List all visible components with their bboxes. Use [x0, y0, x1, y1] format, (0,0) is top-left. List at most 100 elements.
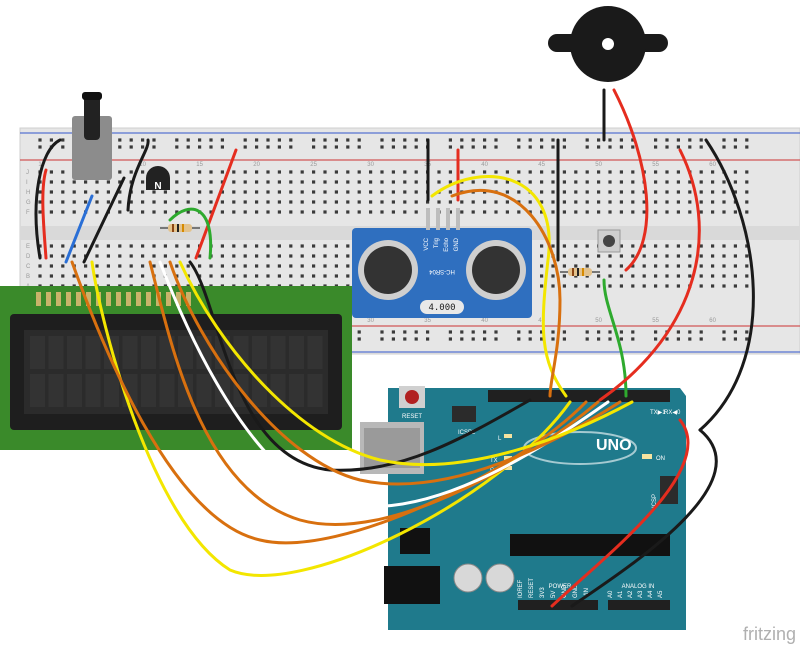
- breadboard-hole: [38, 200, 42, 204]
- breadboard-hole: [460, 210, 464, 214]
- breadboard-hole: [631, 200, 635, 204]
- sensor-pin-label: Trig: [434, 238, 440, 248]
- breadboard-hole: [688, 264, 692, 268]
- breadboard-hole: [38, 274, 42, 278]
- breadboard-hole: [129, 200, 133, 204]
- breadboard-hole: [106, 274, 110, 278]
- rail-hole: [619, 330, 623, 334]
- rail-hole: [654, 330, 658, 334]
- rail-hole: [483, 138, 487, 142]
- breadboard-hole: [232, 170, 236, 174]
- breadboard-hole: [642, 210, 646, 214]
- rail-hole: [676, 138, 680, 142]
- breadboard-hole: [72, 274, 76, 278]
- breadboard-hole: [745, 170, 749, 174]
- breadboard-hole: [72, 210, 76, 214]
- breadboard-hole: [699, 244, 703, 248]
- rail-hole: [357, 138, 361, 142]
- rail-hole: [175, 145, 179, 149]
- breadboard-hole: [334, 200, 338, 204]
- breadboard-hole: [619, 210, 623, 214]
- breadboard-hole: [676, 264, 680, 268]
- breadboard-hole: [608, 284, 612, 288]
- breadboard-hole: [608, 210, 612, 214]
- breadboard-hole: [152, 190, 156, 194]
- digital-header: [488, 390, 670, 402]
- breadboard-hole: [528, 170, 532, 174]
- rail-hole: [209, 138, 213, 142]
- breadboard-hole: [323, 274, 327, 278]
- breadboard-hole: [266, 264, 270, 268]
- row-letter: B: [26, 274, 30, 280]
- breadboard-hole: [152, 264, 156, 268]
- breadboard-hole: [665, 274, 669, 278]
- breadboard-hole: [186, 254, 190, 258]
- breadboard-hole: [209, 180, 213, 184]
- rail-hole: [471, 145, 475, 149]
- breadboard-hole: [209, 274, 213, 278]
- breadboard-hole: [437, 170, 441, 174]
- rail-hole: [745, 330, 749, 334]
- breadboard-hole: [266, 180, 270, 184]
- breadboard-hole: [585, 180, 589, 184]
- breadboard-hole: [403, 210, 407, 214]
- rail-hole: [471, 138, 475, 142]
- rail-hole: [585, 138, 589, 142]
- breadboard-hole: [198, 264, 202, 268]
- sensor-model: HC-SR04: [429, 268, 455, 274]
- rail-hole: [699, 138, 703, 142]
- breadboard-hole: [141, 180, 145, 184]
- breadboard-hole: [745, 190, 749, 194]
- breadboard-hole: [608, 264, 612, 268]
- breadboard-hole: [49, 170, 53, 174]
- breadboard-hole: [665, 190, 669, 194]
- on-label: ON: [656, 456, 665, 462]
- power-pin-label: RESET: [529, 578, 535, 598]
- rail-hole: [494, 145, 498, 149]
- breadboard-hole: [220, 254, 224, 258]
- rail-hole: [665, 138, 669, 142]
- breadboard-hole: [711, 254, 715, 258]
- rail-hole: [517, 145, 521, 149]
- rail-hole: [186, 138, 190, 142]
- breadboard-hole: [676, 284, 680, 288]
- breadboard-hole: [733, 244, 737, 248]
- rail-hole: [733, 330, 737, 334]
- breadboard-hole: [323, 210, 327, 214]
- breadboard-hole: [323, 180, 327, 184]
- breadboard-hole: [118, 264, 122, 268]
- breadboard-hole: [369, 190, 373, 194]
- breadboard-hole: [699, 274, 703, 278]
- breadboard-hole: [711, 170, 715, 174]
- breadboard-hole: [209, 190, 213, 194]
- rail-hole: [608, 337, 612, 341]
- breadboard-hole: [95, 210, 99, 214]
- breadboard-hole: [243, 264, 247, 268]
- breadboard-hole: [631, 254, 635, 258]
- breadboard-hole: [312, 190, 316, 194]
- breadboard-hole: [745, 180, 749, 184]
- breadboard-hole: [619, 274, 623, 278]
- breadboard-hole: [494, 210, 498, 214]
- breadboard-hole: [49, 254, 53, 258]
- breadboard-hole: [619, 190, 623, 194]
- column-number-bottom: 55: [652, 318, 659, 324]
- wire-orange: [70, 260, 588, 545]
- breadboard-hole: [699, 180, 703, 184]
- lcd-cell: [85, 374, 101, 407]
- breadboard-hole: [209, 210, 213, 214]
- breadboard-hole: [733, 254, 737, 258]
- breadboard-hole: [631, 264, 635, 268]
- breadboard-hole: [95, 244, 99, 248]
- rail-hole: [517, 337, 521, 341]
- breadboard-hole: [312, 274, 316, 278]
- rail-hole: [312, 145, 316, 149]
- rail-hole: [688, 337, 692, 341]
- breadboard-hole: [699, 170, 703, 174]
- rail-hole: [551, 330, 555, 334]
- breadboard-hole: [106, 200, 110, 204]
- breadboard-hole: [266, 190, 270, 194]
- breadboard-hole: [471, 210, 475, 214]
- lcd-cell: [289, 374, 304, 407]
